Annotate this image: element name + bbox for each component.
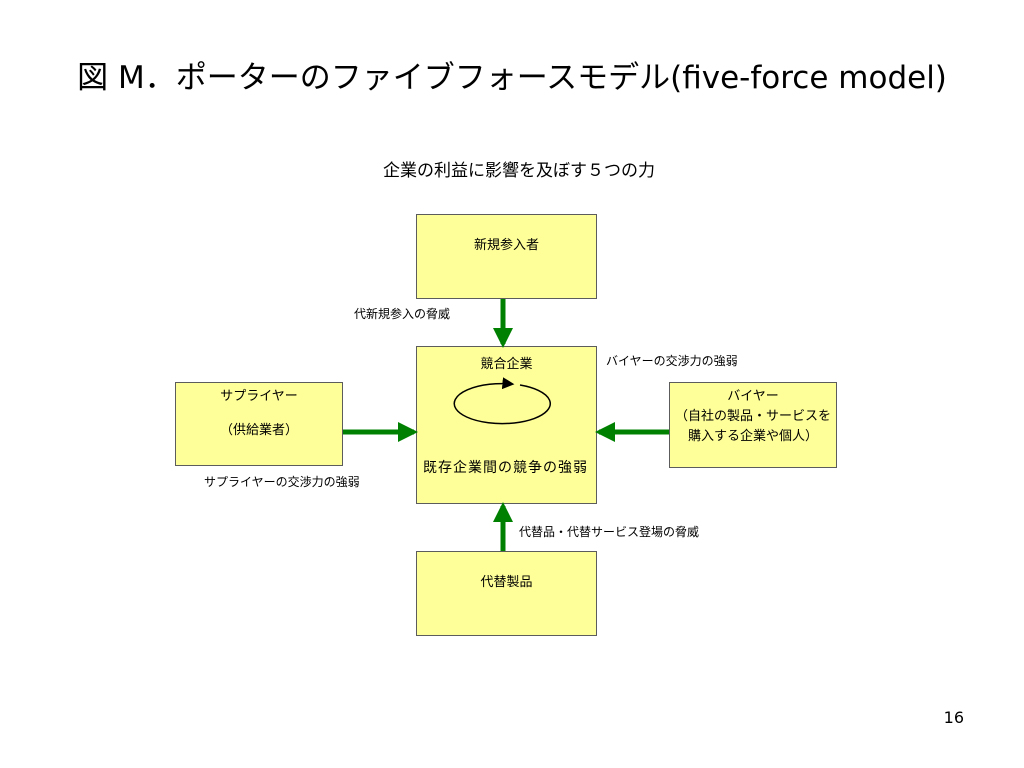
slide-subtitle: 企業の利益に影響を及ぼす５つの力 xyxy=(383,161,655,181)
suppliers-label: サプライヤー xyxy=(220,389,298,404)
suppliers-sublabel: （供給業者） xyxy=(219,423,298,438)
substitute-threat-label: 代替品・代替サービス登場の脅威 xyxy=(519,525,700,539)
buyers-sublabel: （自社の製品・サービスを購入する企業や個人） xyxy=(674,409,831,444)
rivalry-cycle-icon xyxy=(453,377,552,425)
competitors-title: 競合企業 xyxy=(480,357,533,372)
new-entrants-box: 新規参入者 xyxy=(416,214,597,299)
substitutes-label: 代替製品 xyxy=(480,575,533,590)
new-entrants-label: 新規参入者 xyxy=(473,238,539,253)
page-number: 16 xyxy=(943,708,964,727)
substitutes-box: 代替製品 xyxy=(416,551,597,636)
suppliers-box: サプライヤー （供給業者） xyxy=(175,382,343,466)
buyer-power-label: バイヤーの交渉力の強弱 xyxy=(606,354,738,368)
competitors-description: 既存企業間の競争の強弱 xyxy=(423,460,588,476)
supplier-power-label: サプライヤーの交渉力の強弱 xyxy=(204,475,360,489)
new-entrants-threat-label: 代新規参入の脅威 xyxy=(354,307,451,321)
buyers-box: バイヤー （自社の製品・サービスを購入する企業や個人） xyxy=(669,382,837,468)
slide-title: 図 M．ポーターのファイブフォースモデル(five-force model) xyxy=(77,60,947,96)
buyers-label: バイヤー xyxy=(727,389,779,404)
